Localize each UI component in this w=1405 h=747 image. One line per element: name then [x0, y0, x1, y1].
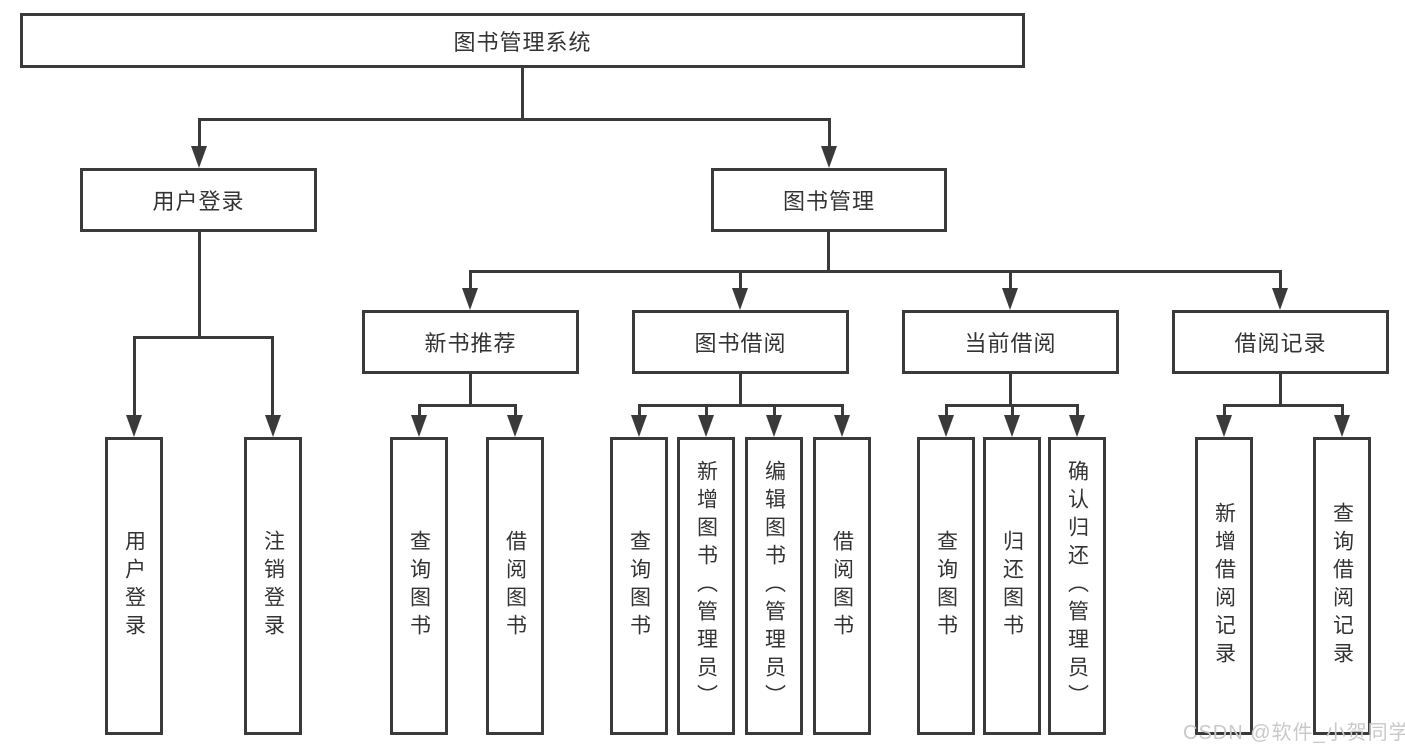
connector-line [945, 404, 1079, 407]
connector-line [1076, 407, 1079, 417]
arrow-down-icon [1272, 288, 1288, 310]
arrow-down-icon [507, 415, 523, 437]
arrow-down-icon [462, 288, 478, 310]
connector-line [828, 121, 831, 148]
connector-line [773, 407, 776, 417]
connector-line [1009, 273, 1012, 290]
connector-line [1223, 404, 1344, 407]
leaf-borrow-book-recommend: 借阅图书 [486, 437, 544, 735]
connector-line [469, 374, 472, 407]
connector-line [1011, 407, 1014, 417]
connector-line [945, 407, 948, 417]
arrow-down-icon [1334, 415, 1350, 437]
connector-line [198, 232, 201, 339]
leaf-logout: 注销登录 [244, 437, 302, 735]
connector-line [469, 270, 1282, 273]
node-user-login: 用户登录 [80, 168, 317, 232]
leaf-borrow-book: 借阅图书 [813, 437, 871, 735]
leaf-query-book-recommend: 查询图书 [390, 437, 448, 735]
arrow-down-icon [631, 415, 647, 437]
connector-line [739, 374, 742, 407]
connector-line [739, 273, 742, 290]
connector-line [1009, 374, 1012, 407]
node-book-borrow: 图书借阅 [632, 310, 849, 374]
arrow-down-icon [411, 415, 427, 437]
connector-line [841, 407, 844, 417]
arrow-down-icon [834, 415, 850, 437]
arrow-down-icon [191, 146, 207, 168]
leaf-query-borrow-record: 查询借阅记录 [1313, 437, 1371, 735]
arrow-down-icon [1004, 415, 1020, 437]
leaf-query-book-current: 查询图书 [917, 437, 975, 735]
node-current-borrow: 当前借阅 [902, 310, 1119, 374]
connector-line [827, 232, 830, 273]
connector-line [1279, 273, 1282, 290]
connector-line [638, 407, 641, 417]
connector-line [705, 407, 708, 417]
connector-line [198, 118, 831, 121]
connector-line [271, 339, 274, 417]
leaf-query-book-borrow: 查询图书 [610, 437, 668, 735]
leaf-confirm-return-admin: 确认归还（管理员） [1048, 437, 1106, 735]
leaf-return-book: 归还图书 [983, 437, 1041, 735]
arrow-down-icon [698, 415, 714, 437]
leaf-add-borrow-record: 新增借阅记录 [1195, 437, 1253, 735]
connector-line [418, 404, 517, 407]
connector-line [1341, 407, 1344, 417]
connector-line [1223, 407, 1226, 417]
node-root: 图书管理系统 [20, 13, 1025, 68]
arrow-down-icon [1069, 415, 1085, 437]
arrow-down-icon [821, 146, 837, 168]
connector-line [418, 407, 421, 417]
connector-line [514, 407, 517, 417]
node-new-book-recommend: 新书推荐 [362, 310, 579, 374]
watermark: CSDN @软件_小贺同学 [1183, 722, 1405, 744]
connector-line [469, 273, 472, 290]
leaf-user-login: 用户登录 [105, 437, 163, 735]
connector-line [133, 336, 274, 339]
arrow-down-icon [732, 288, 748, 310]
connector-line [638, 404, 844, 407]
connector-line [1279, 374, 1282, 407]
arrow-down-icon [938, 415, 954, 437]
node-book-management: 图书管理 [711, 168, 947, 232]
node-borrow-record: 借阅记录 [1172, 310, 1389, 374]
arrow-down-icon [766, 415, 782, 437]
leaf-edit-book-admin: 编辑图书（管理员） [745, 437, 803, 735]
arrow-down-icon [265, 415, 281, 437]
arrow-down-icon [1216, 415, 1232, 437]
arrow-down-icon [126, 415, 142, 437]
connector-line [198, 121, 201, 148]
connector-line [521, 68, 524, 121]
arrow-down-icon [1002, 288, 1018, 310]
leaf-add-book-admin: 新增图书（管理员） [677, 437, 735, 735]
connector-line [133, 339, 136, 417]
